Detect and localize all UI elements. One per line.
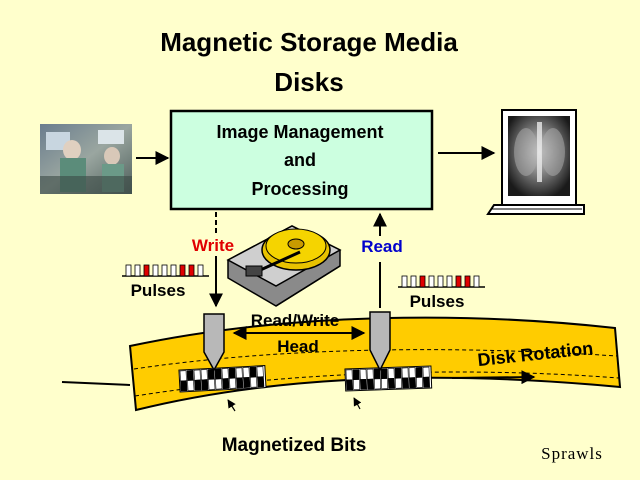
left-bit [186,370,194,381]
chest-xray-monitor-icon [486,109,585,215]
write-pulse [170,264,177,277]
right-bit [422,366,430,378]
write-pulses-label: Pulses [131,281,186,300]
right-bit [366,368,374,380]
left-bit [236,377,244,389]
magnetized-bits-label: Magnetized Bits [222,435,367,456]
right-bit [367,378,374,390]
left-bit [222,378,230,390]
write-pulse [197,264,204,277]
left-bit [179,370,187,382]
read-pulse [473,275,480,288]
right-bit [395,377,402,389]
left-bit [249,366,257,378]
right-bit [415,377,423,388]
right-bit [346,379,354,391]
left-bit [229,377,237,389]
left-bit [243,377,251,388]
right-bit [388,378,395,389]
left-bit [250,376,258,388]
left-bit [256,366,264,378]
slide-title: Magnetic Storage Media [160,27,458,57]
read-pulse [401,275,408,288]
left-bit [180,380,188,392]
right-bit [422,376,430,388]
right-bit [408,367,416,379]
right-bit [353,379,361,391]
right-bit [352,369,360,381]
read-pulse [428,275,435,288]
right-bit [380,368,388,380]
read-head [369,311,391,372]
rotation-line-left [61,381,131,386]
left-bit [187,379,195,391]
magnetized-bits-left [178,365,267,393]
read-pulses-label: Pulses [410,292,465,311]
disk-rotation-arrow [451,370,536,385]
read-pulse [446,275,453,288]
left-bit [214,368,222,380]
bits-pointer-right [353,397,362,410]
write-pulse-train [122,264,209,277]
right-bit [381,378,388,390]
right-bit [345,369,353,381]
write-pulse [143,264,150,277]
left-bit [235,367,243,379]
left-bit [200,369,208,381]
read-pulse [437,275,444,288]
hard-drive-icon [226,225,342,307]
write-pulse [125,264,132,277]
read-pulse [410,275,417,288]
read-pulse-train [398,275,485,288]
left-bit [207,368,215,380]
left-bit [194,379,202,391]
right-bit [374,378,381,390]
processor-box [169,109,434,211]
write-pulse [152,264,159,277]
right-bit [360,378,367,390]
read-pulse [455,275,462,288]
right-bit [401,367,409,379]
processor-label-line1: Image Management [216,122,383,142]
right-bit [402,377,409,389]
right-bit [409,377,416,389]
write-pulse [179,264,186,277]
head-label-line2: Head [277,337,319,356]
read-pulse [464,275,471,288]
write-label: Write [192,236,234,255]
left-bit [257,376,265,388]
head-label-line1: Read/Write [251,311,340,330]
left-bit [242,367,250,379]
track-upper [133,349,618,370]
processor-label-line2: and [284,150,316,170]
bits-pointer-left [227,399,236,412]
left-bit [215,378,223,390]
read-pulse [419,275,426,288]
right-bit [387,368,395,379]
write-head [203,313,225,372]
read-label: Read [361,237,403,256]
write-pulse [134,264,141,277]
write-pulse [161,264,168,277]
magnetized-bits-right [344,365,433,392]
processor-label-line3: Processing [251,179,348,199]
right-bit [359,368,367,380]
right-bit [394,367,402,379]
left-bit [193,369,201,381]
imaging-room-photo [40,124,132,194]
left-bit [221,368,229,380]
author-credit: Sprawls [541,444,603,463]
left-bit [208,378,216,390]
slide-subtitle: Disks [274,67,343,97]
left-bit [228,367,236,379]
write-pulse [188,264,195,277]
right-bit [415,367,423,378]
left-bit [201,379,209,391]
